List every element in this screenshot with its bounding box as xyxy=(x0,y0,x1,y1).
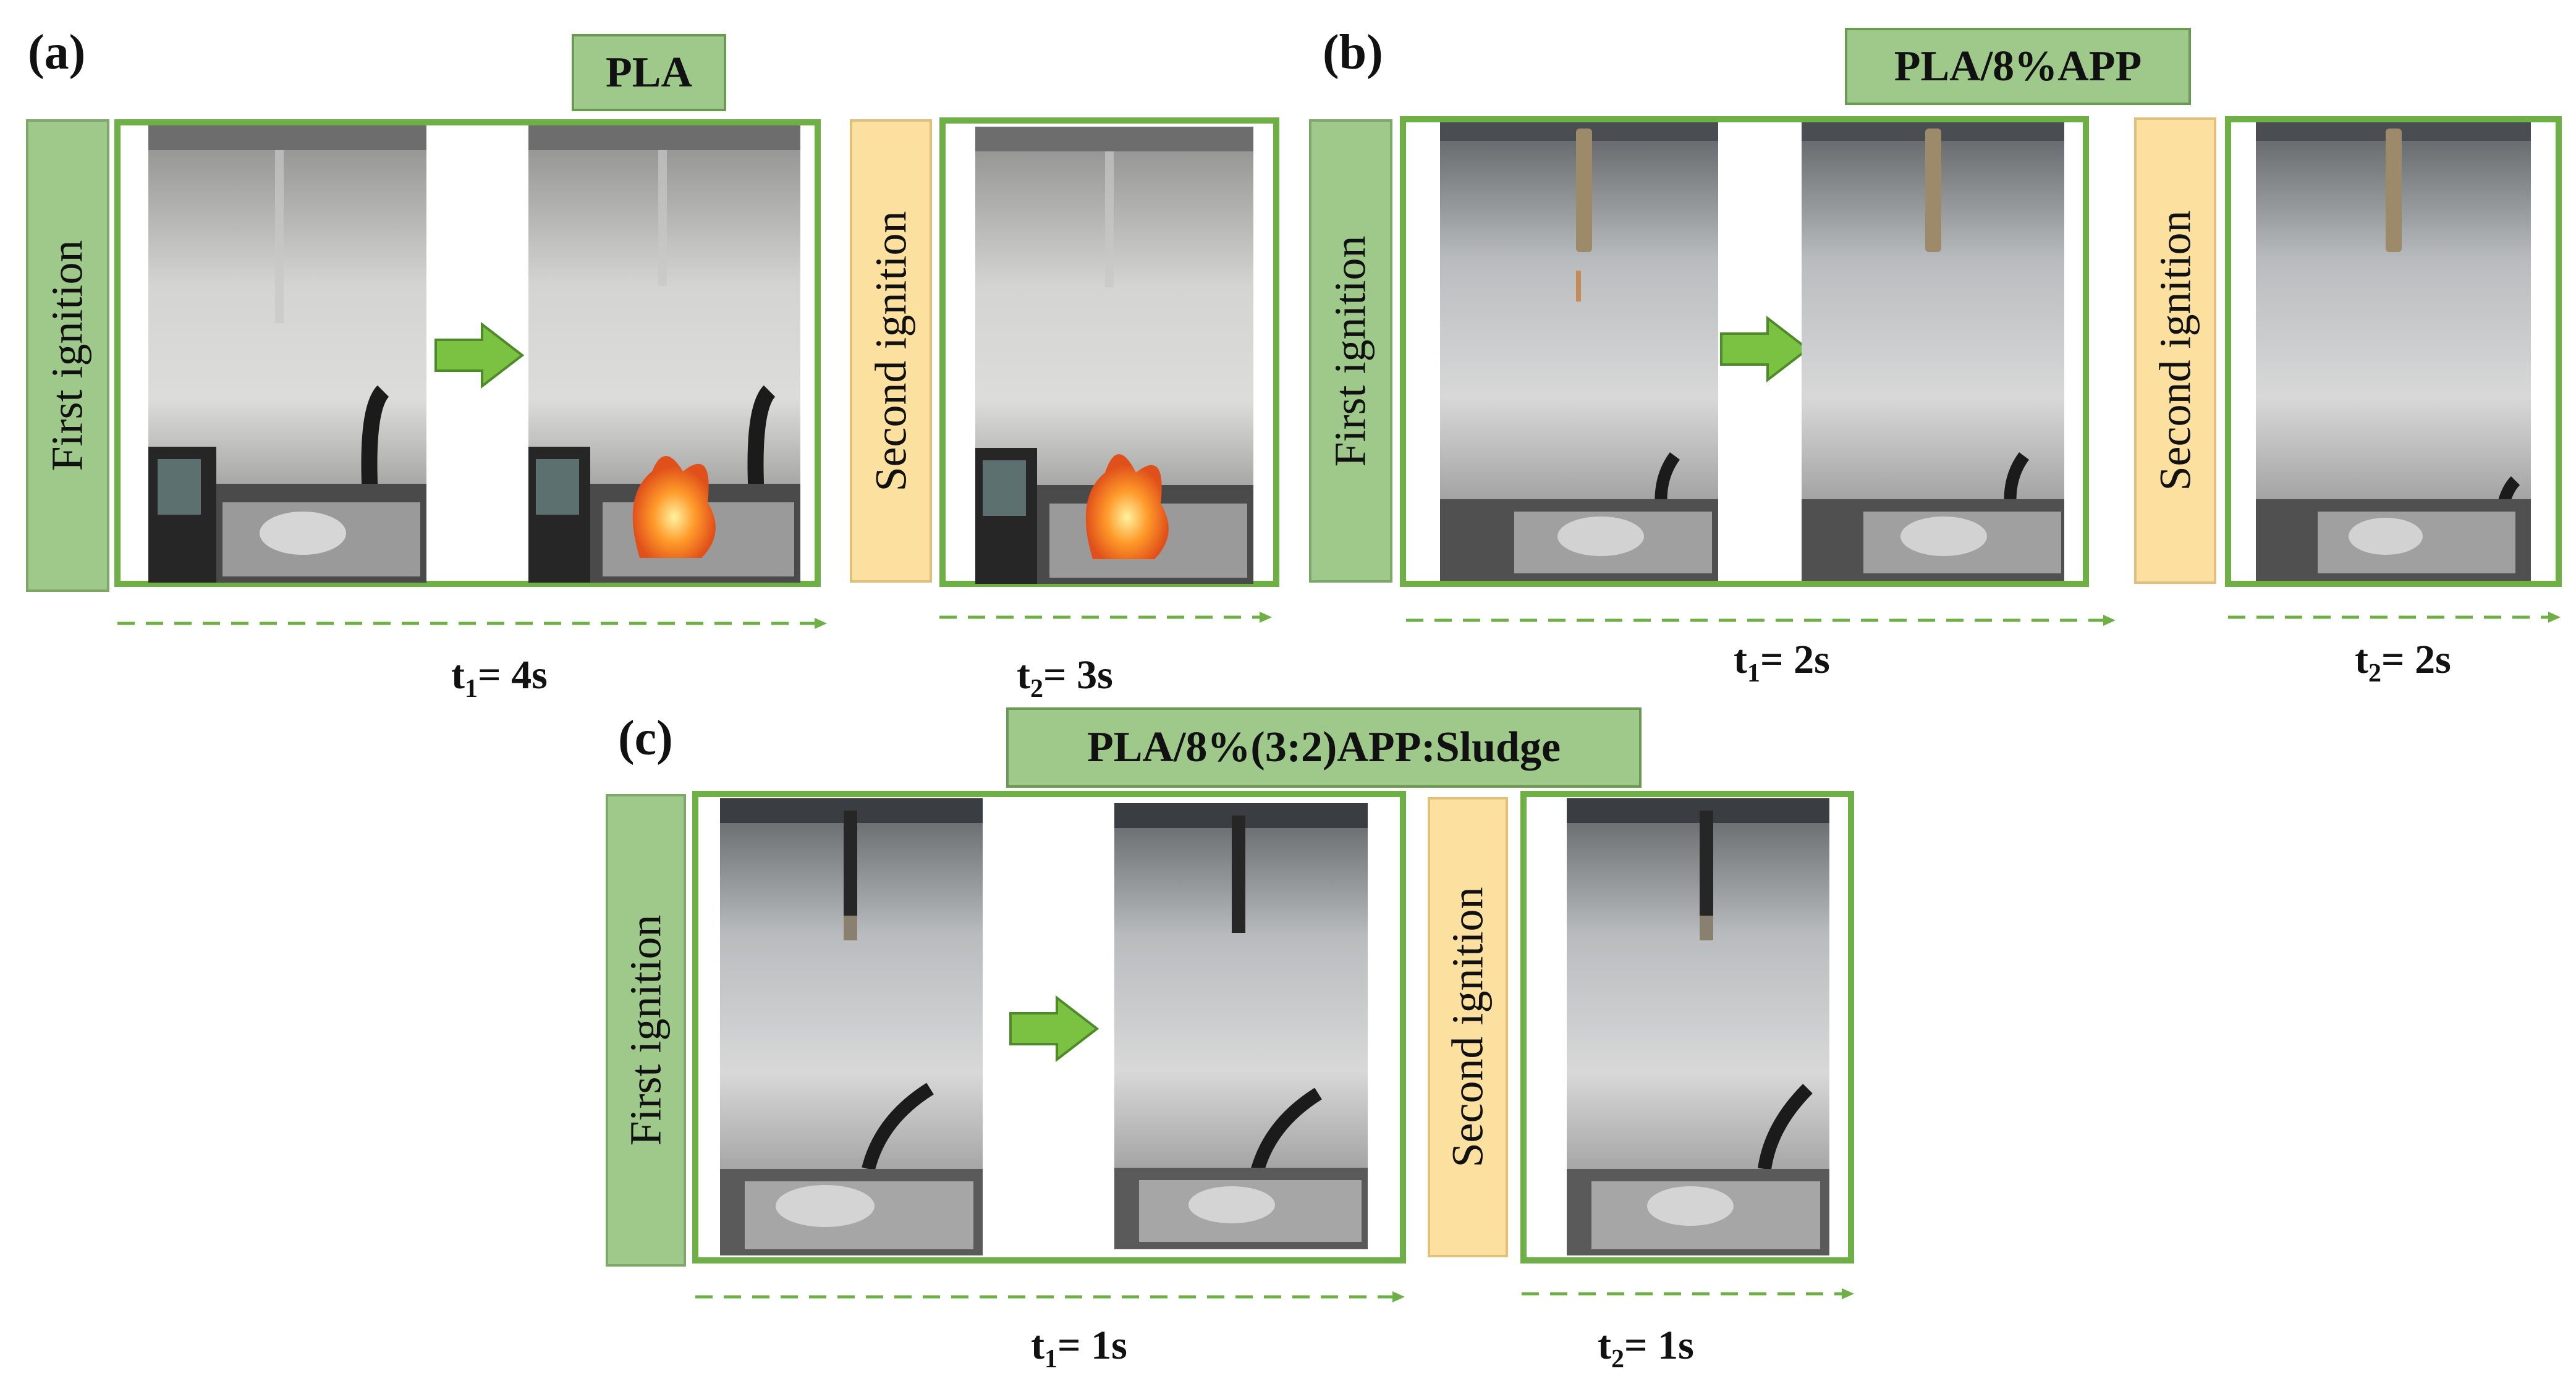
panel-b-photo-1 xyxy=(1440,122,1718,581)
t1-symbol: t xyxy=(451,652,465,698)
dashed-arrow-icon xyxy=(2228,612,2561,623)
t2-subscript: 2 xyxy=(1611,1345,1624,1374)
first-ignition-text: First ignition xyxy=(43,240,92,471)
panel-c-first-frame xyxy=(692,791,1406,1263)
right-arrow-icon xyxy=(434,321,525,389)
panel-a-photo-3 xyxy=(975,127,1253,584)
t1-symbol: t xyxy=(1031,1323,1044,1368)
panel-a-first-ignition-label: First ignition xyxy=(26,119,109,592)
panel-a-second-ignition-label: Second ignition xyxy=(850,119,932,583)
panel-a-photo-1 xyxy=(148,125,426,583)
panel-c-photo-1 xyxy=(720,798,983,1255)
panel-a-t2: t2= 3s xyxy=(1017,652,1113,704)
first-ignition-text: First ignition xyxy=(621,914,671,1146)
second-ignition-text: Second ignition xyxy=(2150,210,2200,491)
panel-c-title: PLA/8%(3:2)APP:Sludge xyxy=(1006,707,1642,788)
panel-c-photo-3 xyxy=(1567,798,1829,1255)
panel-c-label: (c) xyxy=(618,711,673,766)
panel-a-first-frame xyxy=(114,119,821,587)
panel-c-first-ignition-label: First ignition xyxy=(606,794,686,1267)
panel-a-photo-2 xyxy=(528,125,800,583)
dashed-arrow-icon xyxy=(695,1291,1405,1302)
panel-b-title: PLA/8%APP xyxy=(1845,28,2191,105)
t1-value: = 2s xyxy=(1760,637,1830,682)
t2-value: = 2s xyxy=(2381,637,2451,682)
panel-b-t2: t2= 2s xyxy=(2355,636,2451,688)
panel-b-first-frame xyxy=(1400,116,2089,587)
t2-subscript: 2 xyxy=(2368,659,2381,688)
right-arrow-icon xyxy=(1009,995,1099,1063)
t1-subscript: 1 xyxy=(464,675,478,704)
dashed-arrow-icon xyxy=(939,612,1272,623)
t2-value: = 3s xyxy=(1043,652,1113,698)
panel-b-second-frame xyxy=(2225,116,2562,587)
panel-b-label: (b) xyxy=(1323,25,1383,80)
dashed-arrow-icon xyxy=(1522,1288,1854,1299)
panel-a-title: PLA xyxy=(572,34,726,111)
panel-b-photo-3 xyxy=(2256,122,2531,581)
right-arrow-icon xyxy=(1720,315,1810,383)
second-ignition-text: Second ignition xyxy=(1443,887,1493,1168)
t1-subscript: 1 xyxy=(1044,1345,1057,1374)
panel-b-t1: t1= 2s xyxy=(1734,636,1830,688)
dashed-arrow-icon xyxy=(1406,615,2116,626)
panel-b-second-ignition-label: Second ignition xyxy=(2134,117,2216,584)
panel-a-t1: t1= 4s xyxy=(451,652,548,704)
panel-a-second-frame xyxy=(939,117,1279,587)
panel-c-second-ignition-label: Second ignition xyxy=(1428,797,1508,1257)
panel-c-t1: t1= 1s xyxy=(1031,1322,1127,1374)
t1-value: = 4s xyxy=(477,652,548,698)
t2-subscript: 2 xyxy=(1030,675,1043,704)
t2-symbol: t xyxy=(1598,1323,1611,1368)
panel-c-t2: t2= 1s xyxy=(1598,1322,1694,1374)
second-ignition-text: Second ignition xyxy=(866,211,916,491)
first-ignition-text: First ignition xyxy=(1326,235,1375,467)
panel-c-photo-2 xyxy=(1114,803,1368,1249)
panel-b-first-ignition-label: First ignition xyxy=(1309,119,1392,583)
t2-value: = 1s xyxy=(1624,1323,1694,1368)
t1-value: = 1s xyxy=(1057,1323,1127,1368)
t2-symbol: t xyxy=(1017,652,1030,698)
t1-symbol: t xyxy=(1734,637,1747,682)
panel-c-second-frame xyxy=(1520,791,1854,1263)
panel-b-photo-2 xyxy=(1802,122,2064,581)
t1-subscript: 1 xyxy=(1747,659,1760,688)
panel-a-label: (a) xyxy=(28,25,86,80)
dashed-arrow-icon xyxy=(117,618,827,629)
t2-symbol: t xyxy=(2355,637,2368,682)
